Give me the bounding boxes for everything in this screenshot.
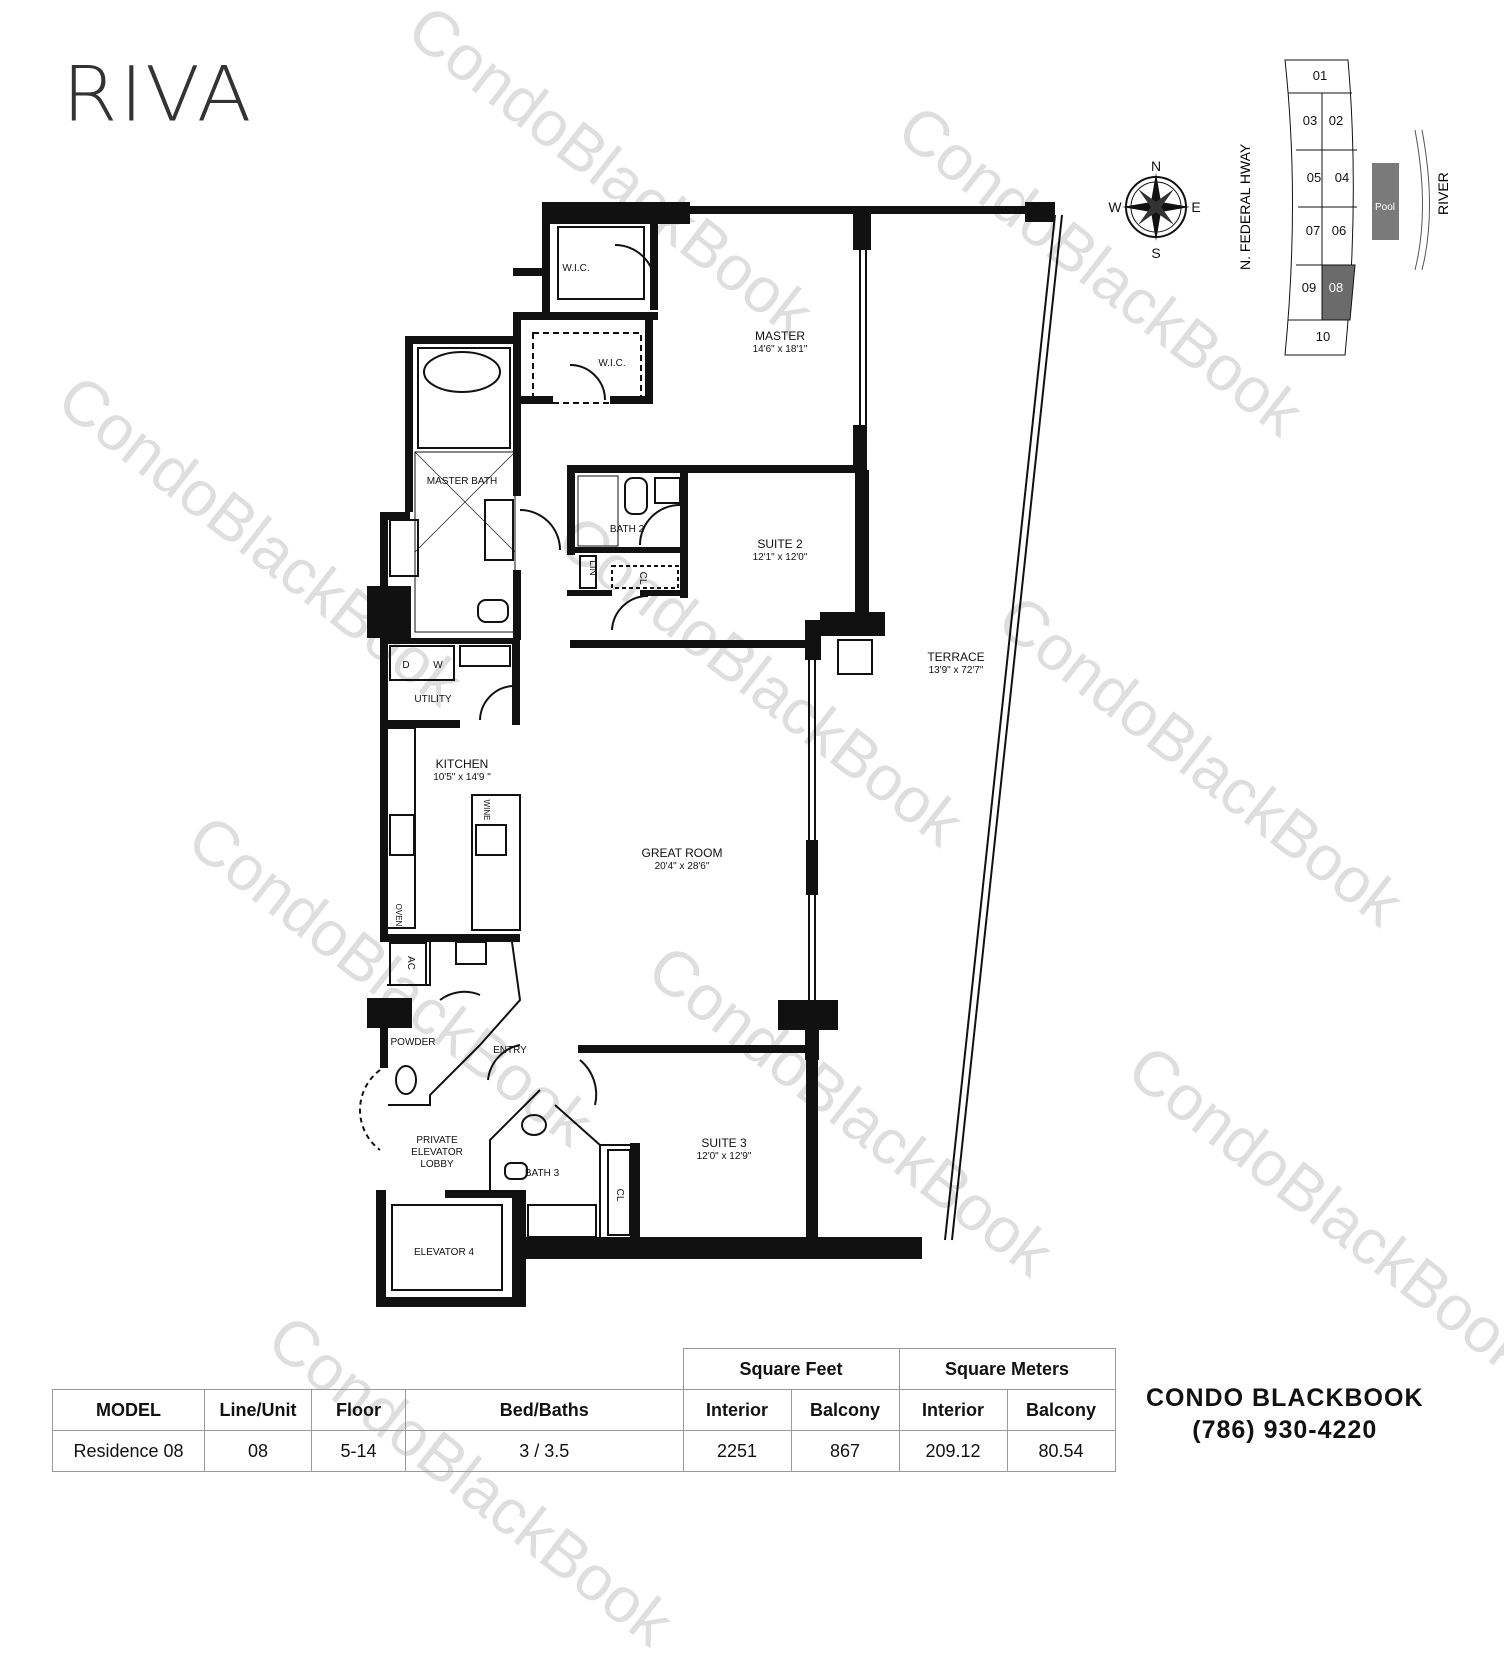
cell-floor: 5-14 bbox=[311, 1430, 406, 1472]
room-label-great-room: GREAT ROOM bbox=[642, 846, 723, 860]
room-label-wic: W.I.C. bbox=[598, 358, 625, 369]
unit-09: 09 bbox=[1302, 280, 1316, 295]
wine-label: WINE bbox=[482, 800, 491, 821]
pool-shape bbox=[1372, 163, 1399, 240]
room-label-kitchen: KITCHEN bbox=[436, 757, 489, 771]
room-label-lobby: PRIVATE bbox=[416, 1135, 458, 1146]
contact-block: CONDO BLACKBOOK (786) 930-4220 bbox=[1146, 1382, 1424, 1446]
unit-01: 01 bbox=[1313, 68, 1327, 83]
room-label-suite-3: SUITE 3 bbox=[701, 1136, 747, 1150]
cell-sqm-interior: 209.12 bbox=[898, 1430, 1008, 1472]
brand-name-light: CONDO bbox=[1146, 1384, 1245, 1412]
unit-07: 07 bbox=[1306, 223, 1320, 238]
room-size-suite-2: 12'1" x 12'0" bbox=[753, 552, 808, 563]
compass-north: N bbox=[1151, 158, 1161, 174]
room-label-terrace: TERRACE bbox=[927, 650, 984, 664]
unit-spec-table: Square Feet Square Meters MODEL Line/Uni… bbox=[52, 1348, 1116, 1472]
header-bed-baths: Bed/Baths bbox=[405, 1389, 684, 1431]
road-label: N. FEDERAL HWAY bbox=[1237, 143, 1253, 270]
cell-line-unit: 08 bbox=[204, 1430, 312, 1472]
brand-name-bold: BLACKBOOK bbox=[1252, 1384, 1424, 1412]
cell-sqm-balcony: 80.54 bbox=[1006, 1430, 1116, 1472]
room-label-utility: UTILITY bbox=[414, 694, 452, 705]
header-sqm-balcony: Balcony bbox=[1006, 1389, 1116, 1431]
key-plan bbox=[1284, 59, 1357, 356]
unit-06: 06 bbox=[1332, 223, 1346, 238]
room-label-bath-3: BATH 3 bbox=[525, 1168, 560, 1179]
room-label-master-bath: MASTER BATH bbox=[427, 476, 497, 487]
room-label-powder: POWDER bbox=[391, 1037, 436, 1048]
room-label-lobby: LOBBY bbox=[420, 1159, 454, 1170]
group-header-square-feet: Square Feet bbox=[682, 1348, 900, 1390]
room-label-lobby: ELEVATOR bbox=[411, 1147, 463, 1158]
room-label-bath-2: BATH 2 bbox=[610, 524, 645, 535]
room-size-suite-3: 12'0" x 12'9" bbox=[697, 1151, 752, 1162]
unit-05: 05 bbox=[1307, 170, 1321, 185]
cell-sqft-balcony: 867 bbox=[790, 1430, 900, 1472]
riva-logo: RIVA bbox=[62, 50, 254, 139]
room-size-terrace: 13'9" x 72'7" bbox=[929, 665, 984, 676]
room-size-kitchen: 10'5" x 14'9 " bbox=[433, 772, 491, 783]
unit-08-highlighted: 08 bbox=[1329, 280, 1343, 295]
room-label-master: MASTER bbox=[755, 329, 805, 343]
group-header-square-meters: Square Meters bbox=[898, 1348, 1116, 1390]
room-label-linen: LIN bbox=[587, 560, 598, 576]
compass-rose-icon: N S E W bbox=[1108, 158, 1200, 261]
header-floor: Floor bbox=[311, 1389, 406, 1431]
header-line-unit: Line/Unit bbox=[204, 1389, 312, 1431]
washer-label: W bbox=[433, 660, 443, 671]
room-size-master: 14'6" x 18'1" bbox=[753, 344, 808, 355]
dryer-label: D bbox=[402, 660, 409, 671]
cell-model: Residence 08 bbox=[52, 1430, 205, 1472]
phone-number[interactable]: (786) 930-4220 bbox=[1192, 1416, 1378, 1444]
river-label: RIVER bbox=[1435, 172, 1451, 215]
room-label-elevator: ELEVATOR 4 bbox=[414, 1247, 474, 1258]
unit-03: 03 bbox=[1303, 113, 1317, 128]
header-sqft-balcony: Balcony bbox=[790, 1389, 900, 1431]
oven-label: OVEN bbox=[394, 904, 403, 927]
unit-10: 10 bbox=[1316, 329, 1330, 344]
header-sqft-interior: Interior bbox=[682, 1389, 792, 1431]
room-label-closet: CL bbox=[614, 1189, 625, 1202]
compass-west: W bbox=[1108, 199, 1122, 215]
unit-02: 02 bbox=[1329, 113, 1343, 128]
room-label-closet: CL bbox=[637, 572, 648, 585]
compass-south: S bbox=[1151, 245, 1160, 261]
compass-east: E bbox=[1191, 199, 1200, 215]
ac-label: AC bbox=[405, 956, 416, 970]
room-label-suite-2: SUITE 2 bbox=[757, 537, 803, 551]
cell-sqft-interior: 2251 bbox=[682, 1430, 792, 1472]
floor-plan: W.I.C. W.I.C. MASTER 14'6" x 18'1" MASTE… bbox=[359, 59, 1451, 1307]
header-model: MODEL bbox=[52, 1389, 205, 1431]
header-sqm-interior: Interior bbox=[898, 1389, 1008, 1431]
pool-label: Pool bbox=[1375, 202, 1395, 213]
room-label-entry: ENTRY bbox=[493, 1045, 527, 1056]
unit-04: 04 bbox=[1335, 170, 1349, 185]
room-size-great-room: 20'4" x 28'6" bbox=[655, 861, 710, 872]
cell-bed-baths: 3 / 3.5 bbox=[405, 1430, 684, 1472]
table-row: Residence 08 08 5-14 3 / 3.5 2251 867 20… bbox=[52, 1430, 1116, 1472]
room-label-wic: W.I.C. bbox=[562, 263, 589, 274]
